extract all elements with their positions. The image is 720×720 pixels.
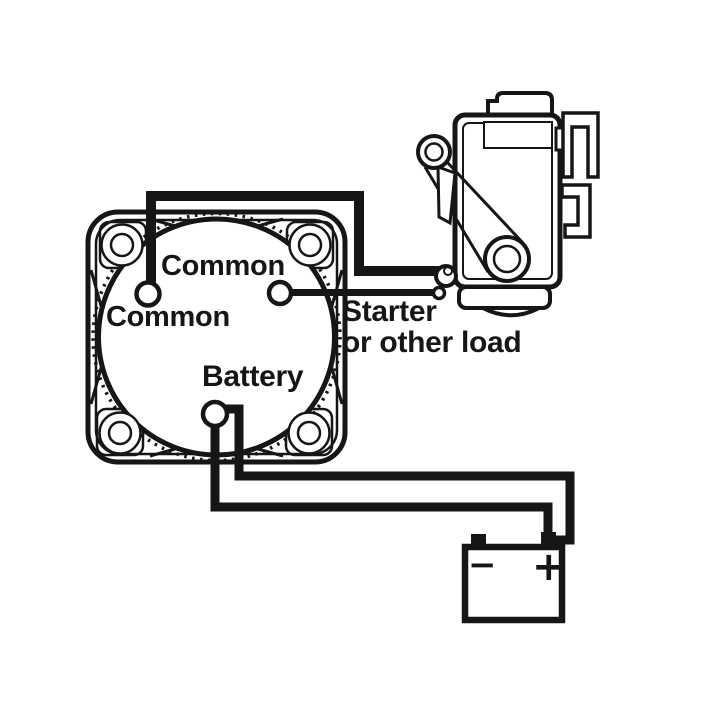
battery-illustration: − + (461, 532, 566, 624)
terminal-battery (200, 399, 230, 429)
mounting-screws (98, 223, 332, 455)
motor-pulley-large (483, 235, 531, 283)
motor-nameplate (483, 121, 553, 149)
motor-pulley-mount (436, 164, 457, 226)
battery-negative-symbol: − (468, 545, 497, 585)
motor-top-cap (486, 91, 554, 119)
label-battery-terminal: Battery (202, 360, 304, 393)
label-common-left: Common (106, 301, 230, 333)
wire-common-top-to-load (146, 191, 442, 283)
label-load-line1: Starter (342, 295, 437, 328)
motor-base (457, 285, 552, 310)
motor-bracket-lower (560, 183, 592, 239)
wire-battery-feed-inner (210, 419, 553, 538)
terminal-common-top (134, 280, 162, 308)
battery-case (461, 543, 566, 624)
label-common-top: Common (161, 250, 285, 282)
motor-bottom-bulge (481, 305, 541, 318)
motor-bracket-upper (561, 111, 600, 179)
wire-battery-feed-outer (215, 404, 575, 545)
terminal-common-right (266, 279, 294, 307)
motor-belt (423, 160, 525, 273)
starter-motor-illustration (416, 91, 600, 318)
motor-terminal-stud (431, 264, 458, 301)
battery-positive-symbol: + (532, 544, 566, 590)
label-load-line2: or other load (342, 326, 522, 359)
motor-pulley-small (416, 134, 452, 170)
